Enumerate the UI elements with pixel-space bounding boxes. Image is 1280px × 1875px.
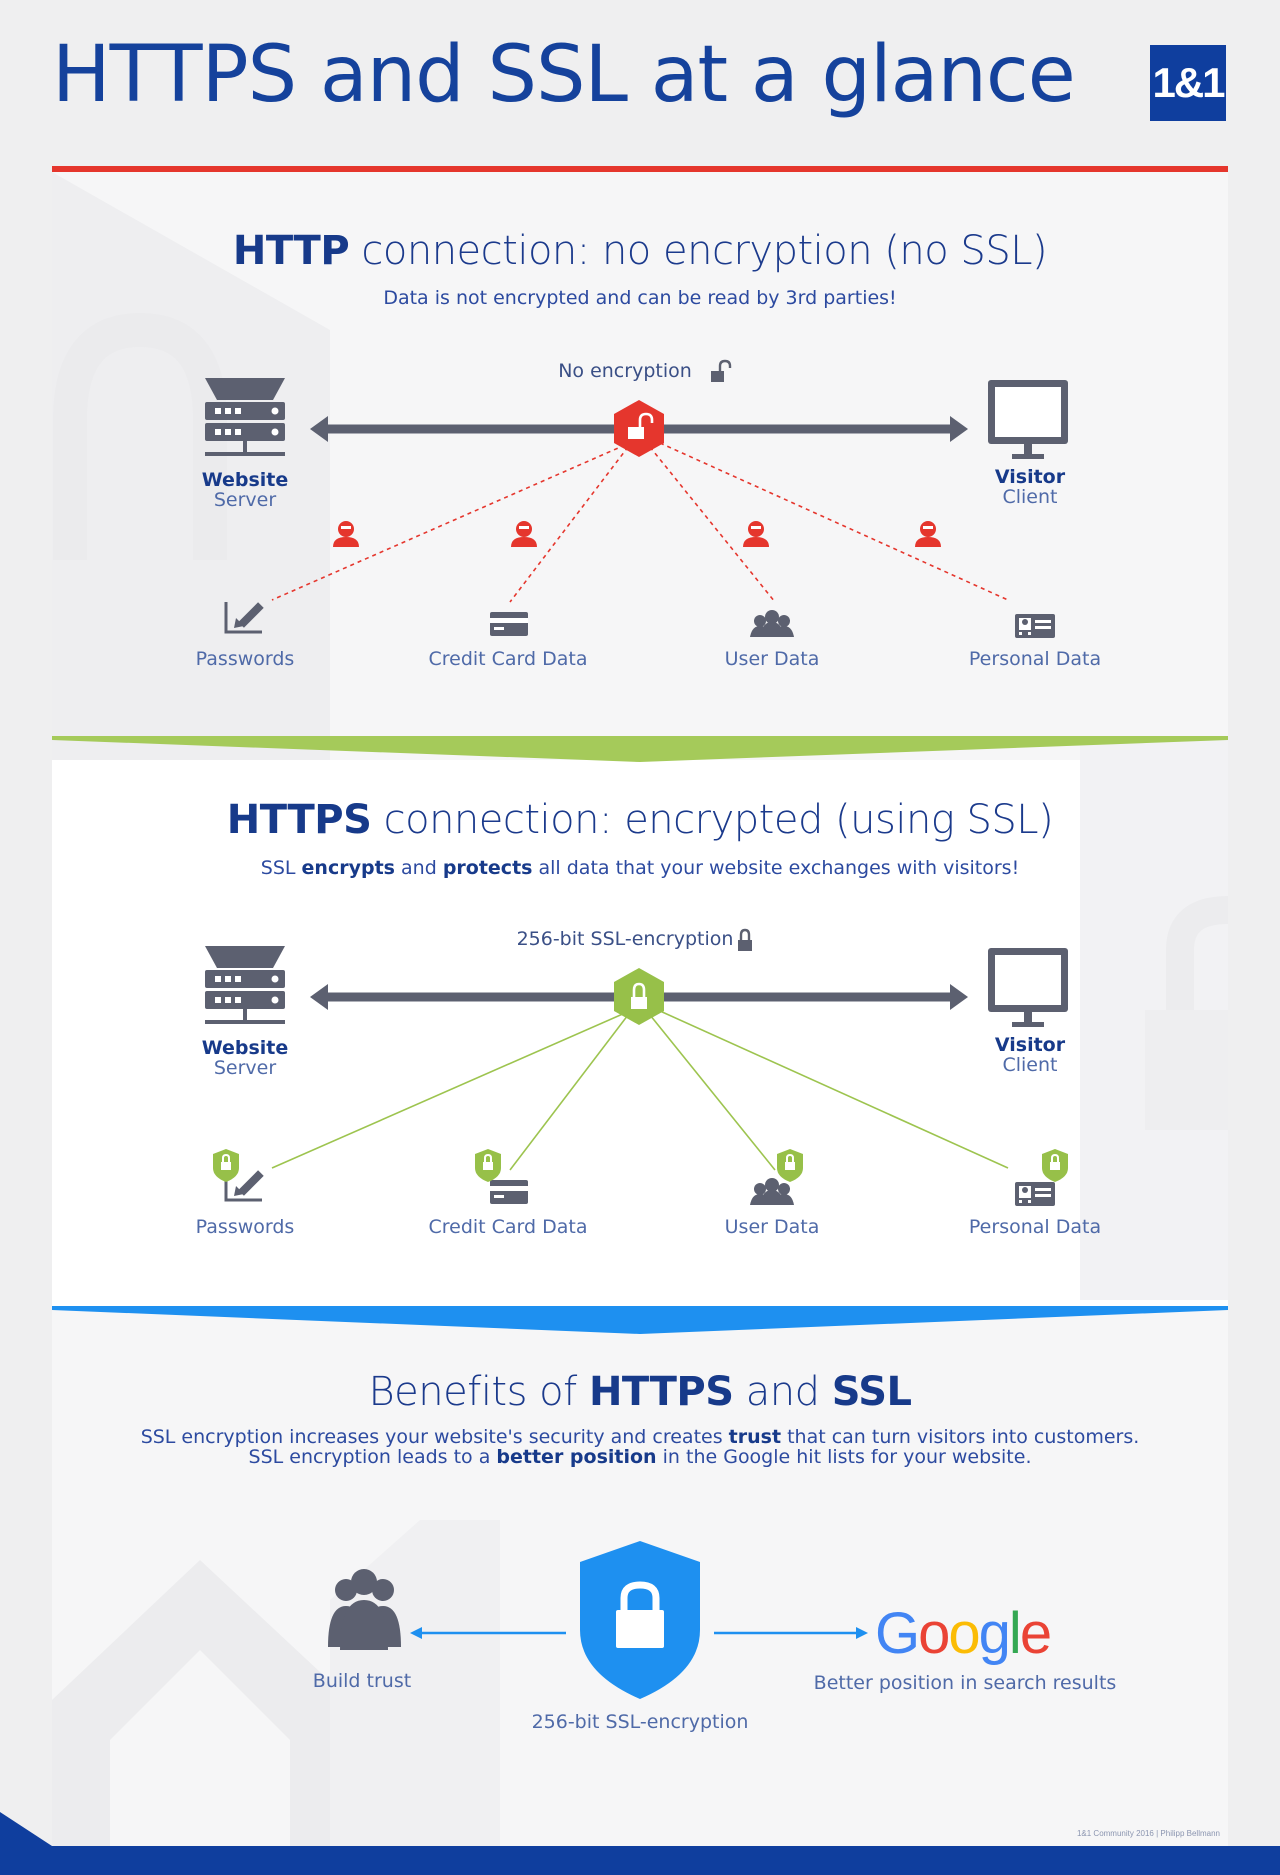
pen-icon: [224, 600, 266, 634]
google-letter: e: [1019, 1601, 1052, 1666]
brand-logo: 1&1: [1150, 45, 1226, 121]
https-server-name: Website: [201, 1037, 289, 1059]
thief-icon: [333, 521, 359, 547]
footer-credit: 1&1 Community 2016 | Philipp Bellmann: [1076, 1829, 1220, 1838]
http-item-passwords: Passwords: [195, 648, 295, 670]
https-client-icon: [988, 948, 1068, 1027]
credit-card-icon: [490, 1180, 528, 1204]
protected-badge-icon: [1041, 1148, 1069, 1183]
https-panel: [52, 760, 1228, 1308]
benefits-line-1: SSL encryption increases your website's …: [140, 1426, 1140, 1448]
thief-icon: [511, 521, 537, 547]
page-title: HTTPS and SSL at a glance: [52, 30, 1076, 120]
thief-icon: [743, 521, 769, 547]
header-rule: [52, 166, 1228, 172]
https-lock-label: 256-bit SSL-encryption: [516, 928, 734, 950]
bottom-bar: [0, 1846, 1280, 1875]
http-leak-lines: [271, 442, 1009, 603]
https-client-name: Visitor: [994, 1034, 1066, 1056]
shield-label: 256-bit SSL-encryption: [531, 1711, 749, 1733]
https-server-icon: [205, 946, 285, 1024]
https-subtitle: SSL encrypts and protects all data that …: [260, 857, 1020, 879]
google-letter: o: [948, 1601, 980, 1666]
google-letter: g: [978, 1601, 1011, 1666]
google-label: Better position in search results: [813, 1672, 1117, 1694]
blue-divider: [52, 1306, 1228, 1334]
users-icon: [750, 610, 794, 637]
id-card-icon: [1015, 614, 1055, 638]
http-client-name: Visitor: [994, 466, 1066, 488]
https-item-passwords: Passwords: [195, 1216, 295, 1238]
benefits-title: Benefits of HTTPS and SSL: [368, 1369, 912, 1415]
https-secure-lines: [271, 1010, 1009, 1171]
green-divider: [52, 736, 1228, 762]
locked-hex-icon: [614, 968, 664, 1025]
https-title: HTTPS connection: encrypted (using SSL): [226, 797, 1054, 843]
protected-badge-icon: [776, 1148, 804, 1183]
https-item-personal-data: Personal Data: [968, 1216, 1102, 1238]
http-item-user-data: User Data: [724, 648, 820, 670]
credit-card-icon: [490, 612, 528, 636]
protected-badge-icon: [474, 1148, 502, 1183]
http-server-icon: [205, 378, 285, 456]
open-lock-icon: [711, 359, 732, 382]
build-trust-label: Build trust: [312, 1670, 412, 1692]
thief-icon: [915, 521, 941, 547]
closed-lock-icon: [738, 928, 752, 951]
http-lock-label: No encryption: [558, 360, 692, 382]
http-server-name: Website: [201, 469, 289, 491]
https-item-credit-card: Credit Card Data: [428, 1216, 588, 1238]
id-card-icon: [1015, 1182, 1055, 1206]
https-client-role: Client: [1002, 1054, 1058, 1076]
google-logo: Google: [875, 1600, 1052, 1667]
http-title: HTTP connection: no encryption (no SSL): [232, 228, 1048, 274]
protected-badge-icon: [212, 1148, 240, 1183]
http-subtitle: Data is not encrypted and can be read by…: [383, 287, 897, 309]
users-icon: [750, 1178, 794, 1205]
https-item-user-data: User Data: [724, 1216, 820, 1238]
http-item-credit-card: Credit Card Data: [428, 648, 588, 670]
http-server-role: Server: [213, 489, 277, 511]
group-icon: [328, 1569, 401, 1650]
https-server-role: Server: [213, 1057, 277, 1079]
http-client-icon: [988, 380, 1068, 459]
google-letter: o: [918, 1601, 950, 1666]
google-letter: l: [1008, 1601, 1022, 1666]
http-item-personal-data: Personal Data: [968, 648, 1102, 670]
benefits-line-2: SSL encryption leads to a better positio…: [248, 1446, 1032, 1468]
http-client-role: Client: [1002, 486, 1058, 508]
google-letter: G: [875, 1601, 920, 1666]
